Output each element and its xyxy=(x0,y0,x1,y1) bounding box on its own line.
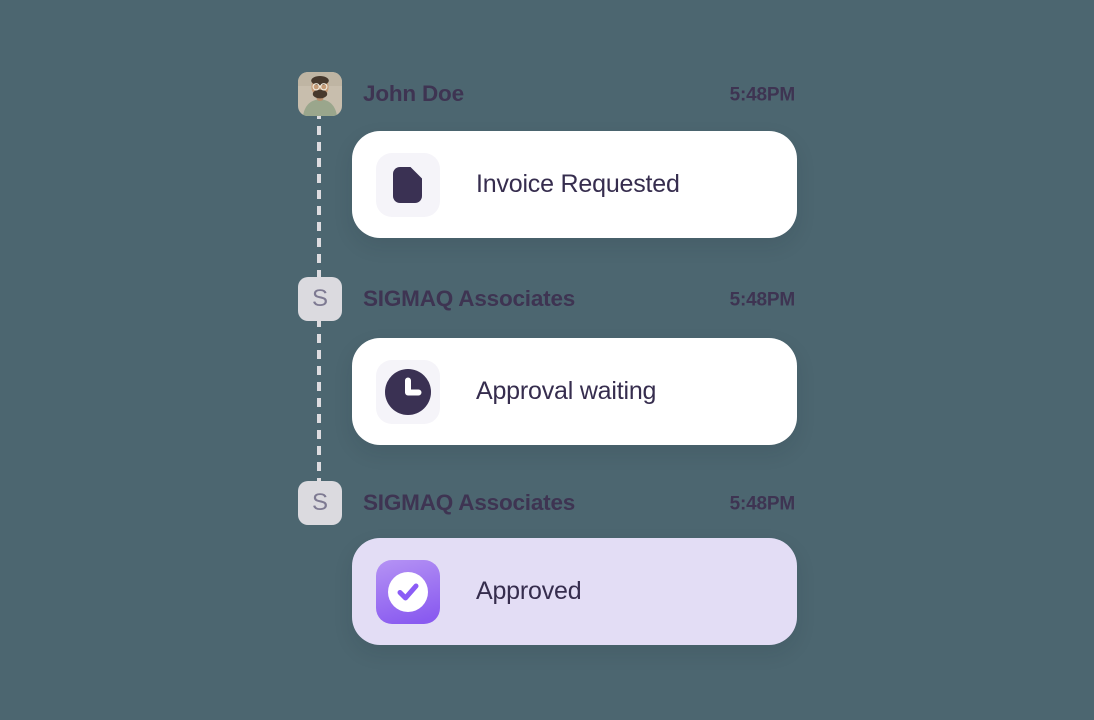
check-icon xyxy=(388,571,428,612)
entry-header: S SIGMAQ Associates 5:48PM xyxy=(298,277,797,321)
entry-name: John Doe xyxy=(363,81,464,106)
status-card-invoice-requested[interactable]: Invoice Requested xyxy=(352,131,797,238)
status-card-approved[interactable]: Approved xyxy=(352,538,797,645)
timeline-entry-invoice-requested: John Doe 5:48PM Invoice Requested xyxy=(298,72,797,238)
entry-timestamp: 5:48PM xyxy=(729,84,796,106)
entry-timestamp: 5:48PM xyxy=(729,493,796,515)
avatar-initial-letter: S xyxy=(311,489,328,516)
icon-tile xyxy=(376,559,440,624)
status-card-approval-waiting[interactable]: Approval waiting xyxy=(352,338,797,445)
entry-header: S SIGMAQ Associates 5:48PM xyxy=(298,481,797,525)
avatar-initial-letter: S xyxy=(311,285,328,312)
person-portrait-icon xyxy=(298,72,342,116)
company-initial-avatar[interactable]: S xyxy=(298,481,342,525)
clock-icon xyxy=(385,368,431,415)
entry-header: John Doe 5:48PM xyxy=(298,72,797,116)
user-photo-avatar[interactable] xyxy=(298,72,342,116)
status-label: Invoice Requested xyxy=(476,170,680,198)
entry-name: SIGMAQ Associates xyxy=(363,286,576,311)
timeline-entry-approval-waiting: S SIGMAQ Associates 5:48PM Approval wait… xyxy=(298,277,797,445)
status-label: Approved xyxy=(476,577,582,605)
icon-tile xyxy=(376,359,440,424)
timeline-entry-approved: S SIGMAQ Associates 5:48PM Approved xyxy=(298,481,797,645)
entry-timestamp: 5:48PM xyxy=(729,289,796,311)
document-icon xyxy=(393,166,422,203)
status-label: Approval waiting xyxy=(476,377,657,405)
company-initial-avatar[interactable]: S xyxy=(298,277,342,321)
entry-name: SIGMAQ Associates xyxy=(363,490,576,515)
icon-tile xyxy=(376,152,440,217)
